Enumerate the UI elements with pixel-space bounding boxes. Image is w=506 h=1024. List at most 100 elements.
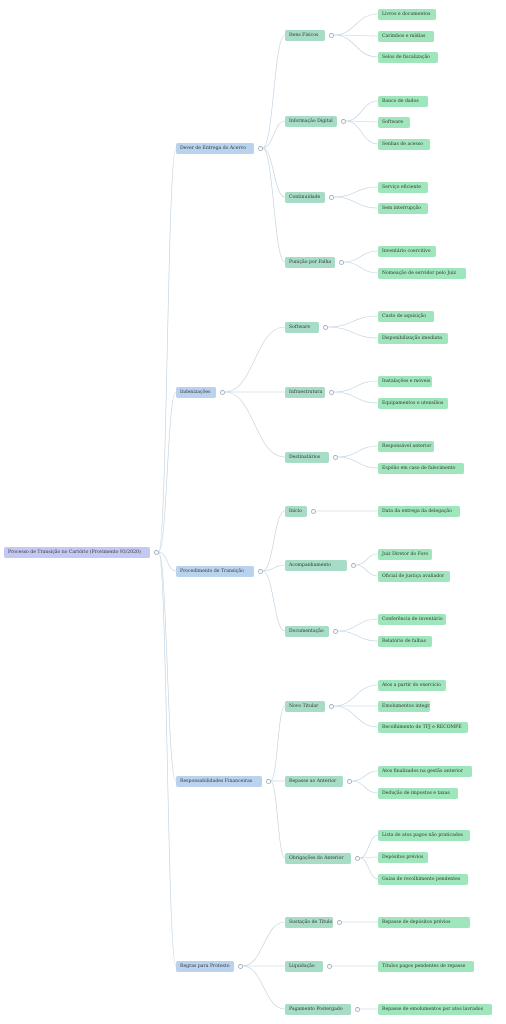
- leaf-node[interactable]: Disponibilização imediata: [378, 332, 448, 344]
- sub-branch-node[interactable]: Sustação de Título: [285, 916, 333, 928]
- collapse-toggle-icon[interactable]: −: [265, 778, 271, 784]
- collapse-toggle-icon[interactable]: −: [328, 194, 334, 200]
- mindmap-connector: [333, 34, 379, 37]
- collapse-toggle-icon[interactable]: −: [257, 568, 263, 574]
- sub-branch-node[interactable]: Infraestrutura: [285, 386, 325, 398]
- leaf-node[interactable]: Selos de fiscalização: [378, 51, 438, 63]
- collapse-toggle-icon[interactable]: −: [237, 963, 243, 969]
- leaf-node[interactable]: Inventário coercitivo: [378, 245, 436, 257]
- mindmap-connector: [262, 34, 286, 149]
- collapse-toggle-icon[interactable]: −: [338, 259, 344, 265]
- leaf-node[interactable]: Juiz Diretor do Foro: [378, 548, 432, 560]
- leaf-node[interactable]: Banco de dados: [378, 95, 428, 107]
- mindmap-connector: [262, 147, 286, 198]
- mindmap-connector: [158, 391, 177, 553]
- leaf-node[interactable]: Atos a partir do exercício: [378, 679, 446, 691]
- mindmap-connector: [355, 553, 379, 566]
- leaf-node[interactable]: Espólio em caso de falecimento: [378, 462, 464, 474]
- mindmap-connector: [262, 147, 286, 263]
- mindmap-root-node[interactable]: Processo de Transição no Cartório (Provi…: [4, 546, 150, 558]
- branch-node[interactable]: Responsabilidades Financeiras: [176, 775, 262, 787]
- sub-branch-node[interactable]: Acompanhamento: [285, 559, 347, 571]
- leaf-node[interactable]: Emolumentos integrais: [378, 700, 430, 712]
- mindmap-connector: [345, 120, 379, 145]
- leaf-node[interactable]: Recolhimento de TFJ e RECOMPE: [378, 721, 468, 733]
- leaf-node[interactable]: Repasse de emolumentos por atos lavrados: [378, 1003, 492, 1015]
- collapse-toggle-icon[interactable]: −: [322, 324, 328, 330]
- mindmap-connector: [327, 326, 379, 339]
- leaf-node[interactable]: Depósitos prévios: [378, 851, 428, 863]
- leaf-node[interactable]: Lista de atos pagos não praticados: [378, 829, 470, 841]
- branch-node[interactable]: Procedimento de Transição: [176, 565, 254, 577]
- collapse-toggle-icon[interactable]: −: [340, 118, 346, 124]
- branch-node[interactable]: Indenizações: [176, 386, 216, 398]
- sub-branch-node[interactable]: Pagamento Postergado: [285, 1003, 351, 1015]
- leaf-node[interactable]: Software: [378, 116, 410, 128]
- collapse-toggle-icon[interactable]: −: [354, 1006, 360, 1012]
- mindmap-connector: [333, 705, 379, 728]
- collapse-toggle-icon[interactable]: −: [328, 389, 334, 395]
- sub-branch-node[interactable]: Documentação: [285, 625, 329, 637]
- collapse-toggle-icon[interactable]: −: [328, 32, 334, 38]
- sub-branch-node[interactable]: Informação Digital: [285, 115, 337, 127]
- sub-branch-node[interactable]: Software: [285, 321, 319, 333]
- leaf-node[interactable]: Nomeação de servidor pelo Juiz: [378, 267, 466, 279]
- leaf-node[interactable]: Responsável anterior: [378, 440, 434, 452]
- collapse-toggle-icon[interactable]: −: [310, 508, 316, 514]
- leaf-node[interactable]: Guias de recolhimento pendentes: [378, 873, 468, 885]
- collapse-toggle-icon[interactable]: −: [326, 963, 332, 969]
- sub-branch-node[interactable]: Obrigações do Anterior: [285, 852, 351, 864]
- collapse-toggle-icon[interactable]: −: [332, 628, 338, 634]
- mindmap-connector: [262, 510, 286, 572]
- leaf-node[interactable]: Equipamentos e utensílios: [378, 397, 448, 409]
- mindmap-connector: [333, 186, 379, 198]
- leaf-node[interactable]: Sem interrupção: [378, 202, 428, 214]
- leaf-node[interactable]: Senhas de acesso: [378, 138, 430, 150]
- leaf-node[interactable]: Instalações e móveis: [378, 375, 432, 387]
- mindmap-connector: [333, 380, 379, 393]
- collapse-toggle-icon[interactable]: −: [332, 454, 338, 460]
- collapse-toggle-icon[interactable]: −: [346, 778, 352, 784]
- mindmap-connector: [337, 445, 379, 458]
- collapse-toggle-icon[interactable]: −: [219, 389, 225, 395]
- leaf-node[interactable]: Títulos pagos pendentes de repasse: [378, 960, 474, 972]
- leaf-node[interactable]: Dedução de impostos e taxas: [378, 787, 458, 799]
- leaf-node[interactable]: Atos finalizados na gestão anterior: [378, 765, 472, 777]
- collapse-toggle-icon[interactable]: −: [354, 855, 360, 861]
- leaf-node[interactable]: Carimbos e mídias: [378, 30, 434, 42]
- branch-node[interactable]: Dever de Entrega do Acervo: [176, 142, 254, 154]
- mindmap-connector: [351, 780, 379, 794]
- sub-branch-node[interactable]: Repasse ao Anterior: [285, 775, 343, 787]
- mindmap-connector: [337, 630, 379, 642]
- leaf-node[interactable]: Serviço eficiente: [378, 181, 428, 193]
- leaf-node[interactable]: Livros e documentos: [378, 8, 436, 20]
- leaf-node[interactable]: Data da entrega da delegação: [378, 505, 460, 517]
- sub-branch-node[interactable]: Itens Físicos: [285, 29, 325, 41]
- sub-branch-node[interactable]: Novo Titular: [285, 700, 325, 712]
- sub-branch-node[interactable]: Liquidação: [285, 960, 323, 972]
- mindmap-connector: [242, 921, 286, 967]
- leaf-node[interactable]: Custo de aquisição: [378, 310, 434, 322]
- mindmap-connector: [345, 120, 379, 123]
- mindmap-connector: [158, 551, 177, 572]
- leaf-node[interactable]: Oficial de justiça avaliador: [378, 570, 450, 582]
- collapse-toggle-icon[interactable]: −: [328, 703, 334, 709]
- collapse-toggle-icon[interactable]: −: [336, 919, 342, 925]
- mindmap-connector: [359, 856, 379, 859]
- sub-branch-node[interactable]: Continuidade: [285, 191, 325, 203]
- mindmap-connector: [158, 551, 177, 967]
- sub-branch-node[interactable]: Início: [285, 505, 307, 517]
- leaf-node[interactable]: Conferência de inventário: [378, 613, 446, 625]
- collapse-toggle-icon[interactable]: −: [153, 549, 159, 555]
- sub-branch-node[interactable]: Punição por Falha: [285, 256, 335, 268]
- leaf-node[interactable]: Relatório de falhas: [378, 635, 432, 647]
- mindmap-connector: [270, 780, 286, 859]
- leaf-node[interactable]: Repasse de depósitos prévios: [378, 916, 470, 928]
- collapse-toggle-icon[interactable]: −: [350, 562, 356, 568]
- sub-branch-node[interactable]: Destinatários: [285, 451, 329, 463]
- branch-node[interactable]: Regras para Protesto: [176, 960, 234, 972]
- mindmap-connector: [224, 326, 286, 393]
- collapse-toggle-icon[interactable]: −: [257, 145, 263, 151]
